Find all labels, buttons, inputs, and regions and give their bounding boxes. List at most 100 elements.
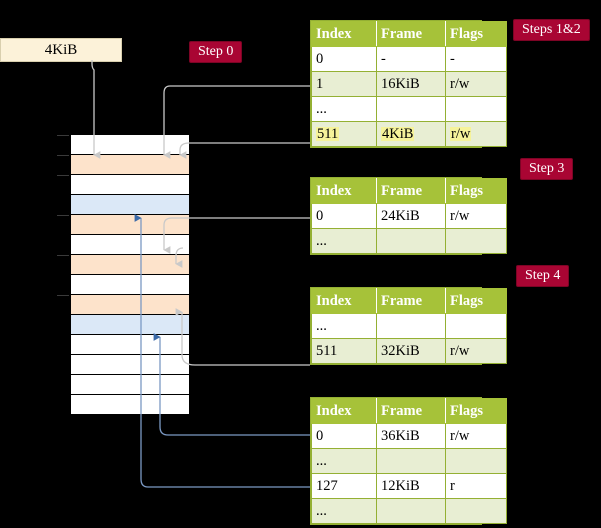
virtual-address-label: 4KiB — [44, 41, 78, 58]
column-header-index: Index — [311, 21, 377, 47]
cell-index: ... — [311, 448, 377, 474]
badge-step-4-label: Step 4 — [525, 268, 561, 283]
memory-frame-tick — [57, 295, 69, 296]
cell-frame — [376, 448, 446, 474]
table-row: 511 4KiB r/w — [311, 121, 507, 147]
cell-frame — [376, 498, 446, 524]
memory-frame-row — [70, 274, 190, 295]
memory-frame-row — [70, 314, 190, 335]
memory-frame-row — [57, 254, 190, 275]
memory-frame-row — [57, 154, 190, 175]
cell-flags: r/w — [445, 423, 507, 449]
memory-frame-row — [57, 174, 190, 195]
cell-flags — [445, 313, 507, 339]
cell-index: 0 — [311, 423, 377, 449]
column-header-frame: Frame — [376, 288, 446, 314]
highlighted-value: r/w — [450, 125, 472, 142]
cell-flags: r/w — [445, 203, 507, 229]
cell-frame: 24KiB — [376, 203, 446, 229]
cell-index: 511 — [311, 338, 377, 364]
badge-step-0: Step 0 — [189, 41, 243, 63]
physical-memory-column — [57, 134, 190, 415]
cell-index: ... — [311, 498, 377, 524]
table-row: ... — [311, 96, 507, 122]
table-row: ... — [311, 448, 507, 474]
table-row: ... — [311, 498, 507, 524]
column-header-flags: Flags — [445, 178, 507, 204]
column-header-flags: Flags — [445, 398, 507, 424]
memory-frame-tick — [57, 175, 69, 176]
column-header-index: Index — [311, 398, 377, 424]
cell-flags — [445, 228, 507, 254]
memory-frame-tick — [57, 255, 69, 256]
table-row: ... — [311, 313, 507, 339]
column-header-frame: Frame — [376, 398, 446, 424]
memory-frame-row — [57, 134, 190, 155]
cell-frame: - — [376, 46, 446, 72]
cell-index: 511 — [311, 121, 377, 147]
cell-index: 1 — [311, 71, 377, 97]
cell-index: ... — [311, 96, 377, 122]
column-header-index: Index — [311, 288, 377, 314]
badge-step-0-label: Step 0 — [198, 44, 234, 59]
cell-frame — [376, 96, 446, 122]
column-header-flags: Flags — [445, 21, 507, 47]
memory-frame-row — [70, 354, 190, 375]
memory-frame-tick — [57, 155, 69, 156]
memory-frame-row — [70, 194, 190, 215]
badge-step-3-label: Step 3 — [529, 161, 565, 176]
column-header-index: Index — [311, 178, 377, 204]
cell-index: 127 — [311, 473, 377, 499]
column-header-frame: Frame — [376, 21, 446, 47]
cell-index: 0 — [311, 46, 377, 72]
cell-flags — [445, 448, 507, 474]
badge-step-4: Step 4 — [516, 265, 570, 287]
cell-frame: 16KiB — [376, 71, 446, 97]
cell-flags: - — [445, 46, 507, 72]
table-row: ... — [311, 228, 507, 254]
cell-frame — [376, 313, 446, 339]
cell-frame — [376, 228, 446, 254]
cell-flags — [445, 96, 507, 122]
column-header-flags: Flags — [445, 288, 507, 314]
cell-index: ... — [311, 228, 377, 254]
table-row: 0-- — [311, 46, 507, 72]
memory-frame-row — [70, 374, 190, 395]
cell-flags: r/w — [445, 121, 507, 147]
memory-frame-row — [57, 214, 190, 235]
cell-frame: 32KiB — [376, 338, 446, 364]
cell-frame: 36KiB — [376, 423, 446, 449]
column-header-frame: Frame — [376, 178, 446, 204]
highlighted-value: 511 — [316, 125, 340, 142]
memory-frame-tick — [57, 135, 69, 136]
cell-frame: 4KiB — [376, 121, 446, 147]
highlighted-value: 4KiB — [381, 125, 415, 142]
cell-flags: r — [445, 473, 507, 499]
virtual-address-box: 4KiB — [0, 38, 122, 62]
badge-steps-1-2-label: Steps 1&2 — [522, 22, 581, 37]
memory-frame-row — [70, 334, 190, 355]
cell-flags: r/w — [445, 338, 507, 364]
memory-frame-row — [70, 394, 190, 415]
cell-frame: 12KiB — [376, 473, 446, 499]
cell-index: 0 — [311, 203, 377, 229]
memory-frame-tick — [57, 215, 69, 216]
cell-flags: r/w — [445, 71, 507, 97]
memory-frame-row — [70, 234, 190, 255]
badge-step-3: Step 3 — [520, 158, 574, 180]
badge-steps-1-2: Steps 1&2 — [513, 19, 590, 41]
